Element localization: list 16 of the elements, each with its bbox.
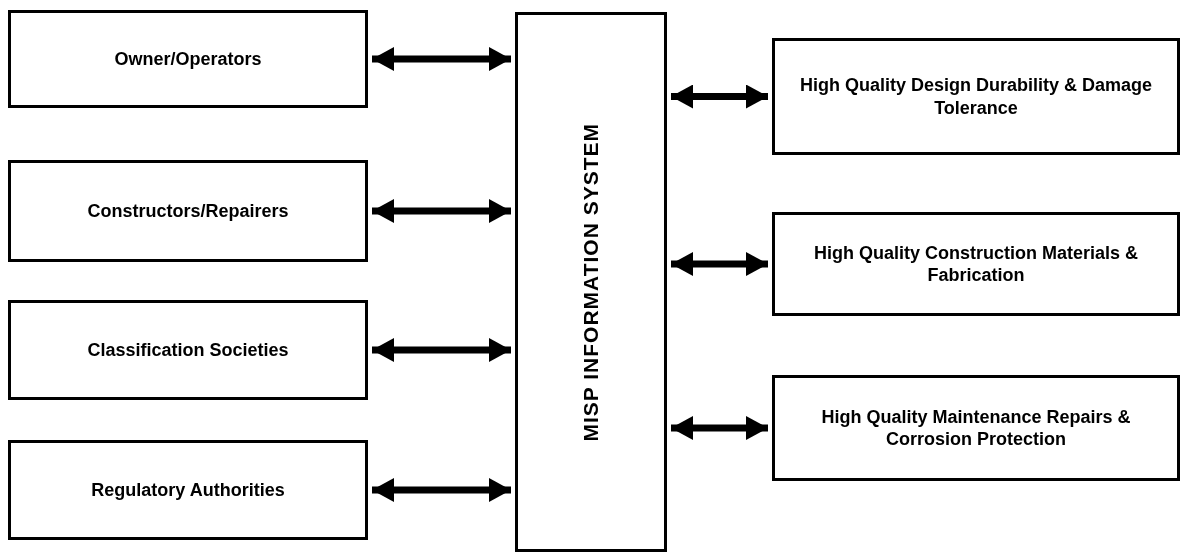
box-label: High Quality Construction Materials & Fabrication [812, 241, 1139, 287]
box-label: MISP INFORMATION SYSTEM [577, 122, 603, 442]
box-label: High Quality Maintenance Repairs & Corrosion Protection [820, 405, 1132, 451]
process-box [772, 212, 1180, 316]
process-box [772, 38, 1180, 155]
box-label: Regulatory Authorities [91, 478, 285, 502]
process-box [8, 160, 368, 262]
box-label: Classification Societies [87, 338, 289, 362]
process-box [8, 440, 368, 540]
box-label: Constructors/Repairers [87, 199, 289, 223]
process-box [515, 12, 667, 552]
process-box [8, 300, 368, 400]
box-label: Owner/Operators [114, 47, 262, 71]
process-box [8, 10, 368, 108]
process-box [772, 375, 1180, 481]
box-label: High Quality Design Durability & Damage Tolerance [798, 74, 1154, 119]
